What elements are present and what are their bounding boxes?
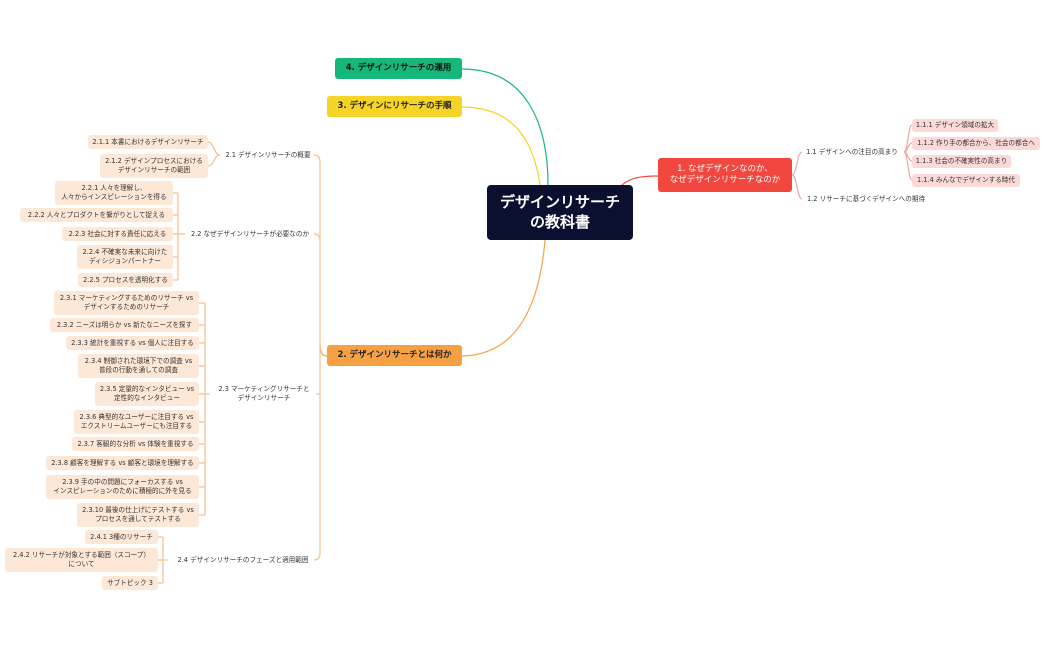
connector-b2-spine [319, 344, 328, 357]
topic-2-3-5[interactable]: 2.3.5 定量的なインタビュー vs 定性的なインタビュー [95, 382, 199, 406]
branch-2[interactable]: 2. デザインリサーチとは何か [327, 345, 462, 366]
connector-b2-s21 [313, 154, 321, 356]
topic-2-4[interactable]: 2.4 デザインリサーチのフェーズと適用範囲 [177, 555, 309, 564]
topic-2-2-2[interactable]: 2.2.2 人々とプロダクトを繋がりとして捉える [20, 208, 173, 222]
topic-2-2-1[interactable]: 2.2.1 人々を理解し、 人々からインスピレーションを得る [55, 181, 173, 205]
connector-root-b2 [461, 239, 546, 357]
topic-2-3-8[interactable]: 2.3.8 顧客を理解する vs 顧客と環境を理解する [46, 456, 199, 470]
connector-s11-c3 [903, 151, 913, 181]
topic-1-2[interactable]: 1.2 リサーチに基づくデザインへの期待 [806, 194, 926, 203]
connector-b1-s11 [791, 151, 803, 176]
topic-2-3-3[interactable]: 2.3.3 統計を重視する vs 個人に注目する [66, 336, 199, 350]
connector-root-b3 [461, 106, 541, 186]
topic-1-1[interactable]: 1.1 デザインへの注目の高まり [806, 147, 898, 156]
topic-2-3-9[interactable]: 2.3.9 手の中の問題にフォーカスする vs インスピレーションのために積極的… [46, 475, 199, 499]
connector-s21-c1 [207, 154, 221, 167]
topic-2-4-1[interactable]: 2.4.1 3種のリサーチ [85, 530, 158, 544]
connector-b2-s22 [313, 233, 321, 241]
topic-1-1-2[interactable]: 1.1.2 作り手の都合から、社会の都合へ [912, 137, 1040, 150]
topic-2-3-10[interactable]: 2.3.10 最後の仕上げにテストする vs プロセスを通してテストする [77, 503, 199, 527]
topic-2-3-6[interactable]: 2.3.6 典型的なユーザーに注目する vs エクストリームユーザーにも注目する [74, 410, 199, 434]
connector-root-b1 [621, 175, 659, 186]
topic-2-2-4[interactable]: 2.2.4 不確実な未来に向けた ディシジョンパートナー [77, 245, 173, 269]
topic-2-4-2[interactable]: 2.4.2 リサーチが対象とする範囲（スコープ） について [5, 548, 158, 572]
topic-2-2[interactable]: 2.2 なぜデザインリサーチが必要なのか [190, 229, 310, 238]
connector-b1-s12 [791, 174, 803, 200]
branch-1[interactable]: 1. なぜデザインなのか、 なぜデザインリサーチなのか [658, 158, 792, 192]
topic-2-1-2[interactable]: 2.1.2 デザインプロセスにおける デザインリサーチの範囲 [100, 154, 208, 178]
topic-2-3-1[interactable]: 2.3.1 マーケティングするためのリサーチ vs デザインするためのリサーチ [54, 291, 199, 315]
topic-1-1-4[interactable]: 1.1.4 みんなでデザインする時代 [912, 174, 1020, 187]
topic-2-3[interactable]: 2.3 マーケティングリサーチと デザインリサーチ [218, 385, 310, 402]
branch-3[interactable]: 3. デザインにリサーチの手順 [327, 96, 462, 117]
topic-2-3-7[interactable]: 2.3.7 客観的な分析 vs 体験を重視する [72, 437, 199, 451]
topic-2-3-2[interactable]: 2.3.2 ニーズは明らか vs 新たなニーズを探す [50, 318, 199, 332]
connector-b2-s24 [313, 356, 321, 561]
branch-4[interactable]: 4. デザインリサーチの運用 [335, 58, 462, 79]
topic-2-4-3[interactable]: サブトピック 3 [102, 576, 158, 590]
topic-2-2-3[interactable]: 2.2.3 社会に対する責任に応える [62, 227, 173, 241]
topic-1-1-1[interactable]: 1.1.1 デザイン領域の拡大 [912, 119, 998, 132]
root-topic[interactable]: デザインリサーチ の教科書 [487, 185, 633, 240]
topic-2-2-5[interactable]: 2.2.5 プロセスを透明化する [78, 273, 173, 287]
topic-2-1[interactable]: 2.1 デザインリサーチの概要 [225, 150, 311, 159]
topic-2-1-1[interactable]: 2.1.1 本書におけるデザインリサーチ [88, 135, 208, 149]
topic-1-1-3[interactable]: 1.1.3 社会の不確実性の高まり [912, 155, 1011, 168]
connector-s21-c0 [207, 141, 221, 156]
topic-2-3-4[interactable]: 2.3.4 制御された環境下での調査 vs 普段の行動を通しての調査 [78, 354, 199, 378]
connector-root-b4 [461, 68, 549, 186]
